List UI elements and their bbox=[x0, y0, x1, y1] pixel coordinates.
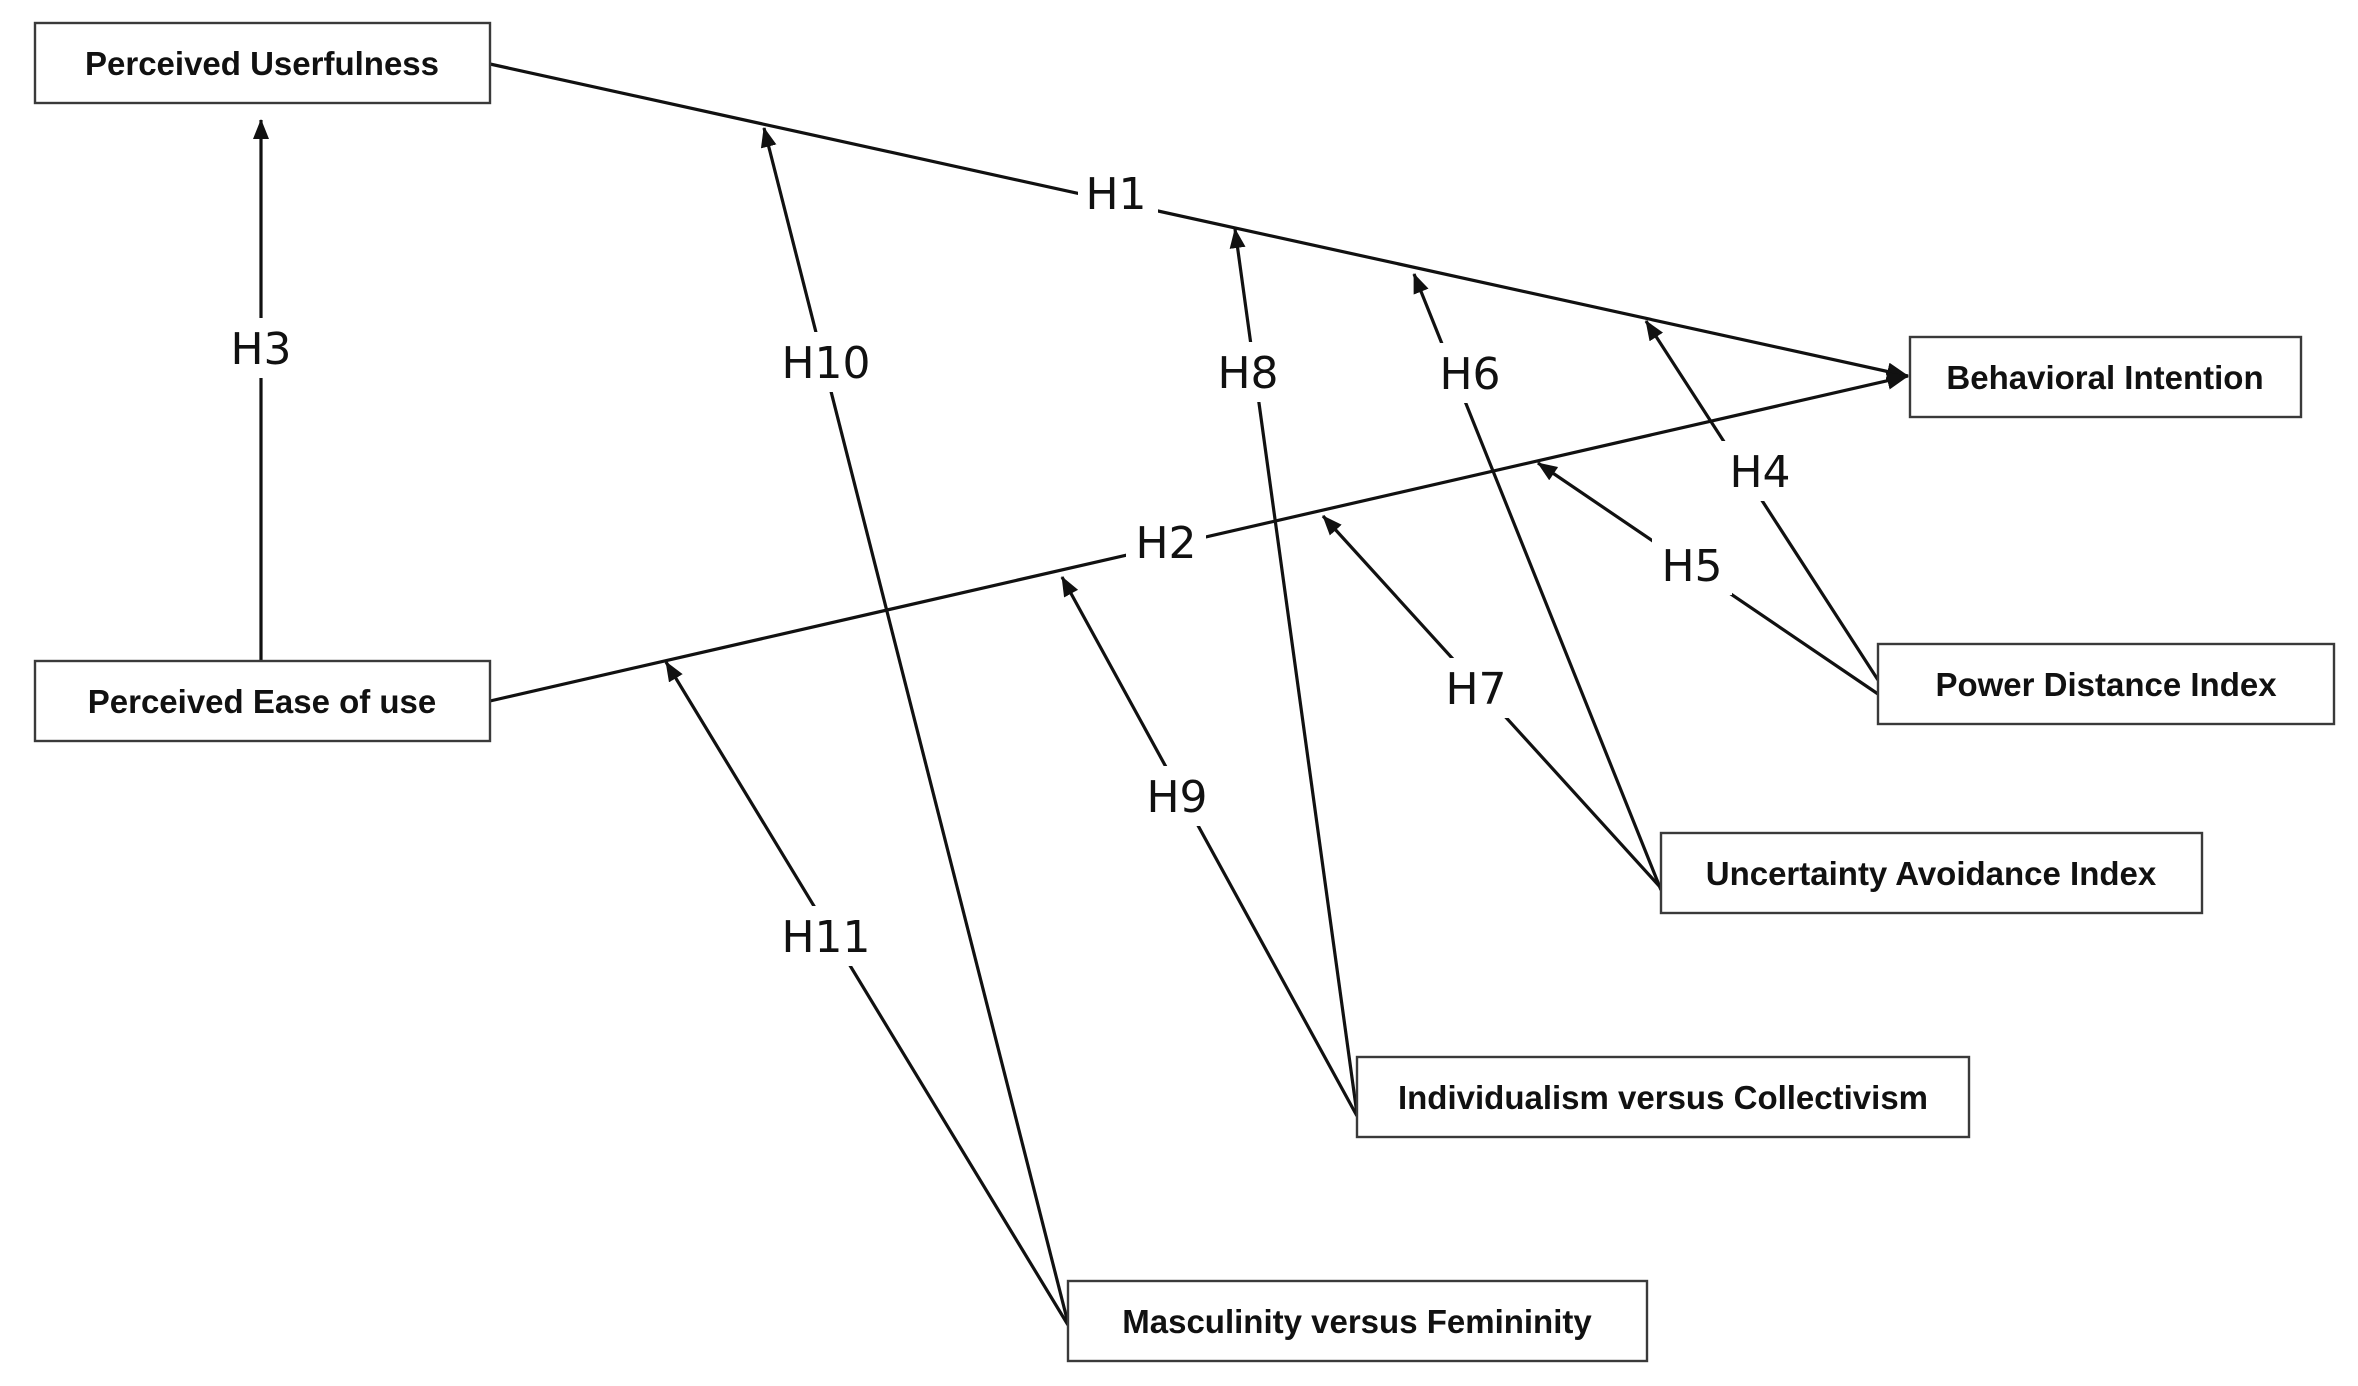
hypothesis-labels: H1 H2 H3 H4 H5 H6 H7 H8 H9 H10 H11 bbox=[220, 164, 1800, 966]
node-behavioral-intention-label: Behavioral Intention bbox=[1946, 359, 2263, 396]
node-power-distance-index-label: Power Distance Index bbox=[1935, 666, 2277, 703]
node-behavioral-intention: Behavioral Intention bbox=[1908, 335, 2303, 419]
node-perceived-ease-of-use: Perceived Ease of use bbox=[33, 659, 492, 743]
node-perceived-usefulness-label: Perceived Userfulness bbox=[85, 45, 439, 82]
label-h9: H9 bbox=[1146, 772, 1207, 823]
node-individualism-vs-collectivism: Individualism versus Collectivism bbox=[1355, 1055, 1971, 1139]
node-power-distance-index: Power Distance Index bbox=[1876, 642, 2336, 726]
node-masculinity-vs-femininity: Masculinity versus Femininity bbox=[1066, 1279, 1649, 1363]
label-h8: H8 bbox=[1217, 348, 1278, 399]
label-h10: H10 bbox=[781, 338, 870, 389]
node-individualism-vs-collectivism-label: Individualism versus Collectivism bbox=[1398, 1079, 1928, 1116]
label-h3: H3 bbox=[230, 324, 291, 375]
node-uncertainty-avoidance-index-label: Uncertainty Avoidance Index bbox=[1706, 855, 2157, 892]
edge-h9 bbox=[1060, 576, 1359, 1117]
nodes: Perceived Userfulness Perceived Ease of … bbox=[33, 21, 2336, 1363]
edge-h11 bbox=[664, 661, 1070, 1326]
label-h4: H4 bbox=[1729, 447, 1790, 498]
node-uncertainty-avoidance-index: Uncertainty Avoidance Index bbox=[1659, 831, 2204, 915]
edge-h10 bbox=[760, 127, 1070, 1324]
label-h11: H11 bbox=[781, 912, 870, 963]
label-h6: H6 bbox=[1439, 349, 1500, 400]
label-h7: H7 bbox=[1445, 664, 1506, 715]
node-perceived-usefulness: Perceived Userfulness bbox=[33, 21, 492, 105]
node-perceived-ease-of-use-label: Perceived Ease of use bbox=[88, 683, 437, 720]
edges bbox=[253, 62, 1909, 1326]
label-h2: H2 bbox=[1135, 518, 1196, 569]
label-h1: H1 bbox=[1085, 169, 1146, 220]
node-masculinity-vs-femininity-label: Masculinity versus Femininity bbox=[1122, 1303, 1592, 1340]
label-h5: H5 bbox=[1661, 541, 1722, 592]
edge-h1 bbox=[489, 62, 1909, 381]
